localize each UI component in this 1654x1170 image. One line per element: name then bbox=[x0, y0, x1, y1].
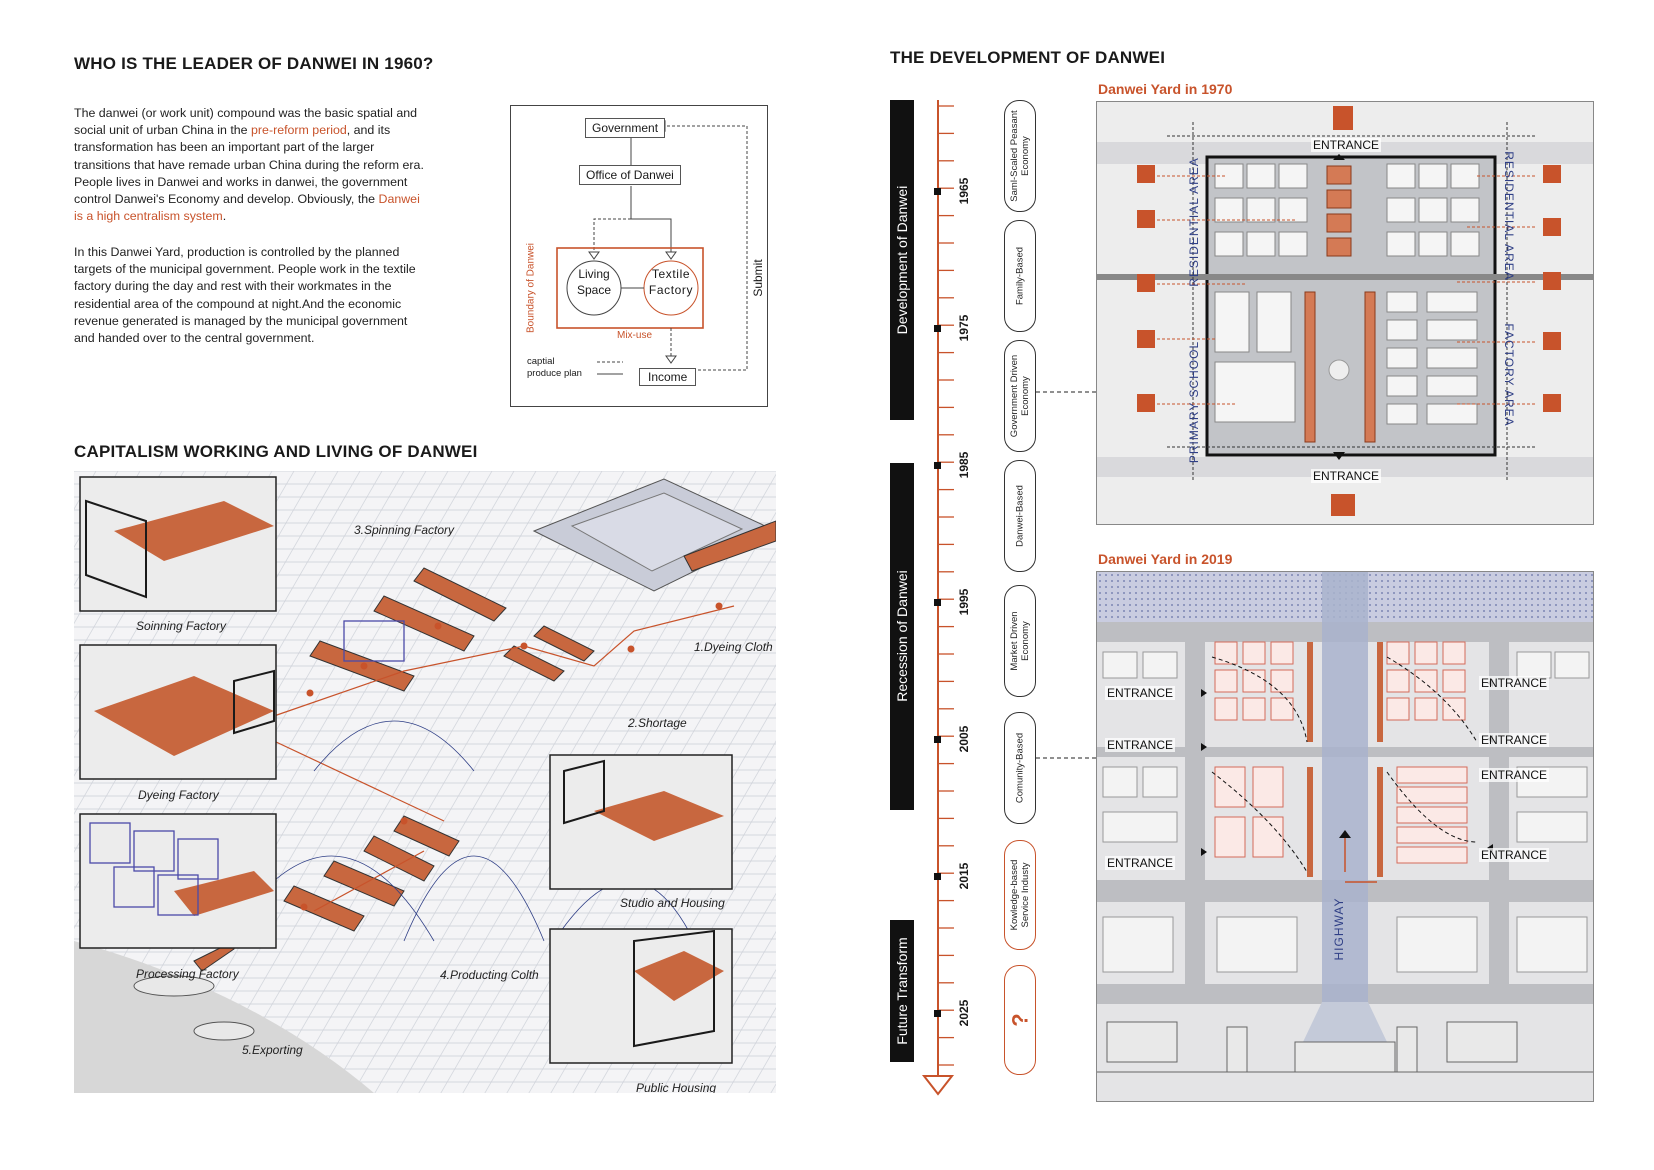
yard2019-entrance-right-3: ENTRANCE bbox=[1479, 768, 1550, 782]
flow-connectors bbox=[556, 120, 748, 375]
label-residential-right: RESIDENTIAL AREA bbox=[1502, 151, 1516, 281]
economy-family: Family-Based bbox=[1004, 220, 1036, 332]
living-space-node: Living Space bbox=[576, 267, 612, 297]
label-highway: HIGHWAY bbox=[1332, 897, 1346, 961]
economy-government: Government Driven Economy bbox=[1004, 340, 1036, 452]
legend-plan: produce plan bbox=[527, 368, 582, 379]
year-2015: 2015 bbox=[957, 862, 971, 890]
yard2019-entrance-right-2: ENTRANCE bbox=[1479, 733, 1550, 747]
label-spinning-factory-3: 3.Spinning Factory bbox=[354, 523, 455, 537]
label-dyeing-cloth-1: 1.Dyeing Cloth bbox=[694, 640, 773, 654]
yard1970-entrance-top: ENTRANCE bbox=[1311, 138, 1382, 152]
economy-danwei: Danwei-Based bbox=[1004, 460, 1036, 572]
label-residential-left: RESIDENTIAL AREA bbox=[1187, 157, 1201, 287]
intro-paragraph: The danwei (or work unit) compound was t… bbox=[74, 106, 424, 224]
label-dyeing-factory: Dyeing Factory bbox=[138, 788, 219, 802]
year-2005: 2005 bbox=[957, 725, 971, 753]
production-paragraph: In this Danwei Yard, production is contr… bbox=[74, 245, 416, 346]
timeline-axis bbox=[921, 100, 955, 1096]
label-factory-area: FACTORY AREA bbox=[1502, 323, 1516, 427]
government-node: Government bbox=[585, 118, 666, 138]
label-public-housing: Public Housing bbox=[636, 1081, 717, 1093]
label-studio-housing: Studio and Housing bbox=[620, 896, 725, 910]
label-shortage-2: 2.Shortage bbox=[628, 716, 687, 730]
phase-development: Development of Danwei bbox=[890, 100, 914, 420]
phase-future: Future Transform bbox=[890, 920, 914, 1062]
year-1985: 1985 bbox=[957, 451, 971, 479]
yard-2019-plan: ENTRANCE ENTRANCE ENTRANCE ENTRANCE ENTR… bbox=[1096, 571, 1594, 1102]
yard2019-entrance-right-4: ENTRANCE bbox=[1479, 848, 1550, 862]
label-primary-school: PRIMARY SCHOOL bbox=[1187, 340, 1201, 464]
isometric-illustration: 3.Spinning Factory Soinning Factory 1.Dy… bbox=[74, 471, 776, 1093]
section-title-development: THE DEVELOPMENT OF DANWEI bbox=[890, 48, 1166, 67]
mix-use-label: Mix-use bbox=[617, 330, 653, 341]
label-exporting-5: 5.Exporting bbox=[242, 1043, 303, 1057]
boundary-label: Boundary of Danwei bbox=[525, 242, 537, 334]
yard-2019-title: Danwei Yard in 2019 bbox=[1098, 551, 1233, 567]
economy-unknown: ? bbox=[1004, 965, 1036, 1075]
isometric-drawing bbox=[74, 471, 776, 1093]
economy-peasant: Saml-Scaled Peasant Economy bbox=[1004, 100, 1036, 212]
yard2019-entrance-left-2: ENTRANCE bbox=[1105, 738, 1176, 752]
yard-1970-plan: ENTRANCE ENTRANCE PRIMARY SCHOOL RESIDEN… bbox=[1096, 101, 1594, 525]
phase-recession: Recession of Danwei bbox=[890, 463, 914, 810]
yard1970-entrance-bottom: ENTRANCE bbox=[1311, 469, 1382, 483]
year-1975: 1975 bbox=[957, 314, 971, 342]
yard-1970-drawing bbox=[1097, 106, 1593, 516]
income-node: Income bbox=[639, 368, 697, 386]
yard2019-entrance-left-1: ENTRANCE bbox=[1105, 686, 1176, 700]
section-title-leader: WHO IS THE LEADER OF DANWEI IN 1960? bbox=[74, 54, 434, 73]
year-2025: 2025 bbox=[957, 999, 971, 1027]
yard-1970-title: Danwei Yard in 1970 bbox=[1098, 81, 1233, 97]
yard2019-entrance-right-1: ENTRANCE bbox=[1479, 676, 1550, 690]
office-node: Office of Danwei bbox=[579, 165, 681, 185]
economy-market: Market Driven Economy bbox=[1004, 585, 1036, 697]
control-flow-diagram: Government Office of Danwei Living Space… bbox=[510, 105, 768, 407]
textile-factory-node: Textile Factory bbox=[648, 267, 694, 297]
submit-label: Submit bbox=[751, 259, 765, 297]
economy-knowledge: Kowledge-based Service Industy bbox=[1004, 840, 1036, 950]
year-1995: 1995 bbox=[957, 588, 971, 616]
economy-community: Comunity-Based bbox=[1004, 712, 1036, 824]
legend-capital: captial bbox=[527, 356, 555, 367]
yard-2019-drawing bbox=[1097, 572, 1593, 1073]
label-producting-colth-4: 4.Producting Colth bbox=[440, 968, 539, 982]
section-title-capitalism: CAPITALISM WORKING AND LIVING OF DANWEI bbox=[74, 442, 478, 461]
label-soinning-factory: Soinning Factory bbox=[136, 619, 227, 633]
label-processing-factory: Processing Factory bbox=[136, 967, 239, 981]
year-1965: 1965 bbox=[957, 177, 971, 205]
yard2019-entrance-left-3: ENTRANCE bbox=[1105, 856, 1176, 870]
